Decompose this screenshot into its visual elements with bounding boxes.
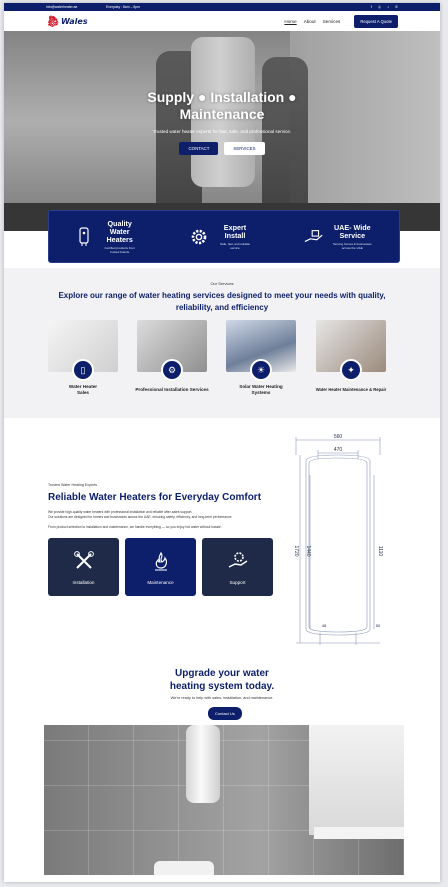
service-card-solar[interactable]: ☀ Solar Water Heating Systems	[226, 320, 296, 396]
service-label: Water Heater Maintenance & Repair	[315, 387, 387, 392]
dragon-icon: 🐉︎	[46, 14, 60, 28]
cta-title: Upgrade your water heating system today.	[4, 667, 440, 693]
page: info@waterheater.ae Everyday : 8am – 8pm…	[4, 3, 440, 882]
feature-install: Expert Install Safe, fast, and reliable …	[189, 222, 255, 250]
tiktok-icon[interactable]: ♪	[387, 5, 389, 9]
card-label: Support	[229, 579, 246, 585]
solar-panel-icon: ☀	[250, 359, 272, 381]
feature-subtitle: Safe, fast, and reliable service	[220, 241, 250, 250]
tools-icon	[73, 550, 95, 576]
cta-subtitle: We're ready to help with sales, installa…	[170, 696, 274, 700]
feature-subtitle: Serving homes & businesses across the UA…	[332, 241, 372, 250]
site-logo[interactable]: 🐉︎ Wales	[46, 15, 88, 28]
dim-bottom-left: 48	[322, 623, 327, 628]
dim-height-right: 1110	[377, 546, 383, 557]
feature-subtitle: Certified products from trusted brands	[104, 245, 135, 254]
logo-text: Wales	[60, 16, 88, 26]
about-cards: Installation Maintenance Support	[48, 538, 273, 596]
instagram-icon[interactable]: ◎	[378, 5, 382, 9]
bathroom-window	[309, 725, 404, 835]
whatsapp-icon[interactable]: ✆	[394, 5, 398, 9]
service-card-installation[interactable]: ⚙ Professional Installation Services	[135, 320, 209, 393]
dim-height: 1720	[293, 545, 299, 556]
wall-water-heater	[186, 725, 220, 803]
tank-dimensions-diagram: 560 470 1720 1440 1110 48 50	[293, 434, 383, 645]
water-heater-icon: ▯	[72, 359, 94, 381]
services-button[interactable]: SERVICES	[224, 142, 265, 155]
sink-counter	[314, 827, 404, 839]
nav-home[interactable]: Home	[284, 18, 297, 24]
business-hours: Everyday : 8am – 8pm	[106, 5, 140, 9]
card-installation[interactable]: Installation	[48, 538, 119, 596]
services-section: Our Services Explore our range of water …	[4, 268, 440, 418]
hero-section: Supply ● Installation ● Maintenance Trus…	[4, 31, 440, 231]
services-eyebrow: Our Services	[210, 281, 234, 286]
card-label: Installation	[72, 579, 95, 585]
feature-title: Expert Install	[223, 222, 247, 240]
hero-technician-right	[262, 57, 308, 229]
service-card-sales[interactable]: ▯ Water Heater Sales	[48, 320, 118, 396]
hero-title-text: Supply ● Installation ● Maintenance	[147, 89, 297, 122]
dim-width: 560	[334, 434, 343, 440]
toilet	[154, 861, 214, 875]
feature-quality: Quality Water Heaters Certified products…	[74, 218, 140, 254]
social-links: f ◎ ♪ ✆	[371, 5, 398, 9]
contact-button[interactable]: CONTACT	[179, 142, 219, 155]
about-eyebrow: Trusted Water Heating Experts	[48, 483, 98, 487]
service-label: Water Heater Sales	[68, 384, 98, 395]
hero-buttons: CONTACT SERVICES	[4, 142, 440, 155]
site-header: 🐉︎ Wales Home About Services Request A Q…	[4, 11, 440, 31]
features-bar: Quality Water Heaters Certified products…	[48, 210, 400, 263]
hero-bathroom-wall	[290, 31, 440, 231]
top-bar: info@waterheater.ae Everyday : 8am – 8pm…	[4, 3, 440, 11]
nav-about[interactable]: About	[303, 18, 316, 24]
about-title: Reliable Water Heaters for Everyday Comf…	[48, 492, 262, 503]
cta-title-text: Upgrade your water heating system today.	[169, 668, 275, 692]
hero-overlay	[4, 31, 440, 231]
water-heater-icon	[74, 226, 94, 247]
gear-icon	[189, 227, 209, 247]
bathroom-image	[44, 725, 404, 875]
card-label: Maintenance	[147, 579, 174, 585]
hero-subtitle: Trusted water heater experts for fast, s…	[152, 129, 292, 134]
flame-icon	[150, 550, 172, 576]
gear-icon: ⚙	[161, 359, 183, 381]
service-card-maintenance[interactable]: ✦ Water Heater Maintenance & Repair	[316, 320, 386, 393]
about-paragraph-2: Our solutions are designed for homes and…	[48, 515, 233, 519]
feature-title: UAE- Wide Service	[333, 222, 371, 240]
dim-height-inner: 1440	[305, 545, 311, 556]
services-heading: Explore our range of water heating servi…	[58, 291, 386, 312]
card-maintenance[interactable]: Maintenance	[125, 538, 196, 596]
feature-title: Quality Water Heaters	[106, 218, 133, 244]
wrench-icon: ✦	[340, 359, 362, 381]
dim-inner-width: 470	[334, 447, 343, 453]
contact-us-button[interactable]: Contact Us	[208, 707, 242, 720]
dim-bottom-right: 50	[376, 623, 381, 628]
facebook-icon[interactable]: f	[371, 5, 373, 9]
delivery-hand-icon	[304, 227, 324, 247]
contact-email[interactable]: info@waterheater.ae	[46, 5, 78, 9]
feature-uae: UAE- Wide Service Serving homes & busine…	[304, 222, 374, 250]
service-label: Solar Water Heating Systems	[239, 384, 283, 395]
main-nav: Home About Services	[284, 19, 340, 24]
hero-water-heater-tank	[191, 37, 255, 187]
about-paragraph-1: We provide high-quality water heaters wi…	[48, 510, 193, 514]
nav-services[interactable]: Services	[322, 18, 341, 24]
about-paragraph-3: From product selection to installation a…	[48, 525, 222, 529]
support-hand-icon	[227, 550, 249, 576]
request-quote-button[interactable]: Request A Quote	[354, 14, 398, 28]
card-support[interactable]: Support	[202, 538, 273, 596]
hero-title: Supply ● Installation ● Maintenance	[4, 89, 440, 123]
service-label: Professional Installation Services	[135, 387, 209, 392]
